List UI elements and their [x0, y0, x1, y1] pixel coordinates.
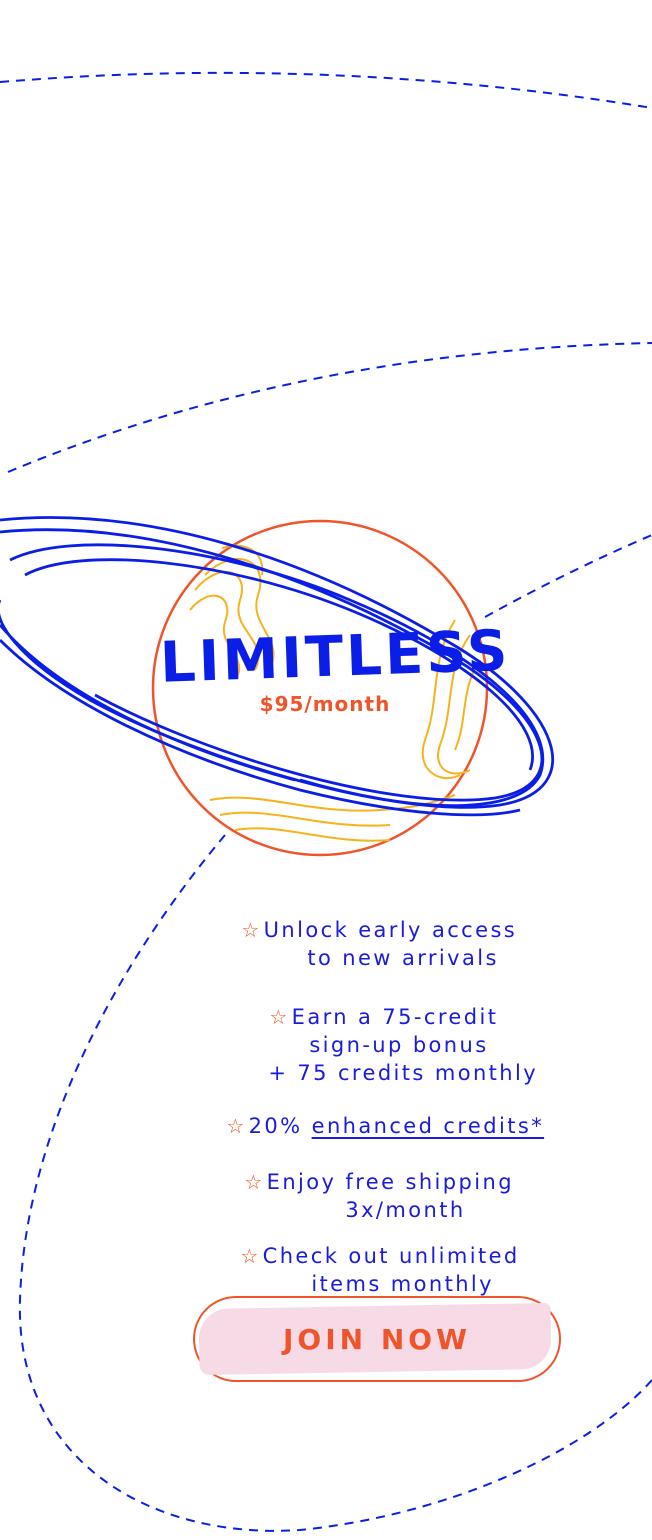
benefit-unlimited-items-line2: items monthly	[311, 1272, 494, 1296]
dashed-orbit-top	[0, 71, 652, 109]
star-outline-icon: ☆	[244, 1170, 265, 1194]
plan-price: $95/month	[259, 692, 391, 716]
dashed-orbit-mid	[7, 342, 652, 473]
benefit-early-access: ☆Unlock early access	[241, 918, 518, 942]
star-outline-icon: ☆	[226, 1114, 247, 1138]
star-outline-icon: ☆	[241, 918, 262, 942]
dashed-orbit-right	[484, 534, 652, 618]
join-now-button[interactable]: JOIN NOW	[193, 1296, 561, 1382]
benefit-enhanced-credits: ☆20% enhanced credits*	[226, 1114, 545, 1138]
benefit-signup-bonus-line3: + 75 credits monthly	[268, 1061, 539, 1085]
star-outline-icon: ☆	[240, 1244, 261, 1268]
benefit-signup-bonus-line2: sign-up bonus	[309, 1033, 489, 1057]
planet-illustration	[0, 516, 555, 857]
join-now-label: JOIN NOW	[283, 1322, 471, 1356]
plan-name: LIMITLESS	[158, 618, 512, 696]
dashed-orbit-bottom	[18, 834, 652, 1532]
benefit-early-access-line2: to new arrivals	[307, 946, 499, 970]
benefit-unlimited-items: ☆Check out unlimited	[240, 1244, 520, 1268]
benefit-free-shipping-line2: 3x/month	[345, 1198, 466, 1222]
benefit-signup-bonus: ☆Earn a 75-credit	[269, 1005, 499, 1029]
star-outline-icon: ☆	[269, 1005, 290, 1029]
benefit-free-shipping: ☆Enjoy free shipping	[244, 1170, 514, 1194]
enhanced-credits-link[interactable]: enhanced credits*	[311, 1114, 545, 1138]
